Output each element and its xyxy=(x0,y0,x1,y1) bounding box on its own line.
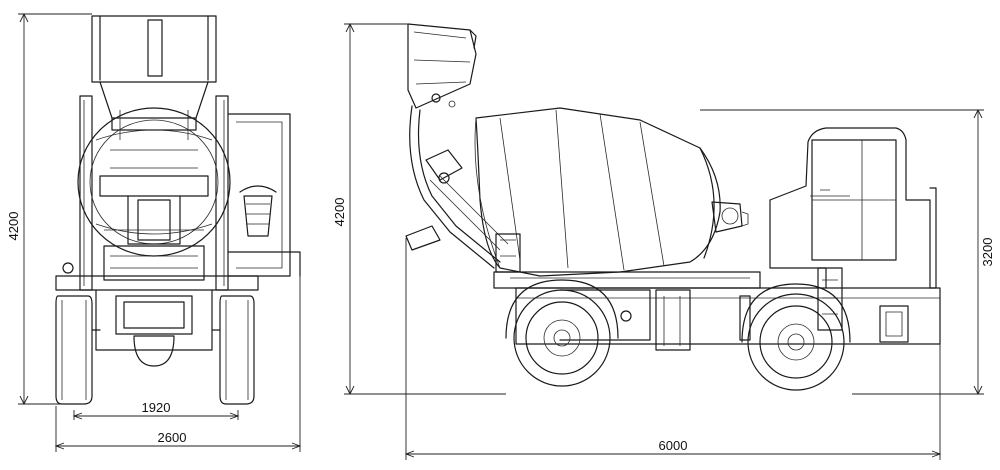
track-width-dimension: 1920 xyxy=(142,400,171,415)
front-height-dimension: 4200 xyxy=(6,212,21,241)
side-view xyxy=(405,23,941,391)
length-dimension: 6000 xyxy=(659,438,688,453)
overall-width-dimension: 2600 xyxy=(158,430,187,445)
front-view-dimensions: 4200 1920 2600 xyxy=(6,12,302,452)
cab-height-dimension: 3200 xyxy=(980,238,995,267)
side-height-dimension: 4200 xyxy=(332,198,347,227)
side-view-dimensions: 4200 3200 6000 xyxy=(332,22,995,460)
front-view xyxy=(55,15,301,405)
